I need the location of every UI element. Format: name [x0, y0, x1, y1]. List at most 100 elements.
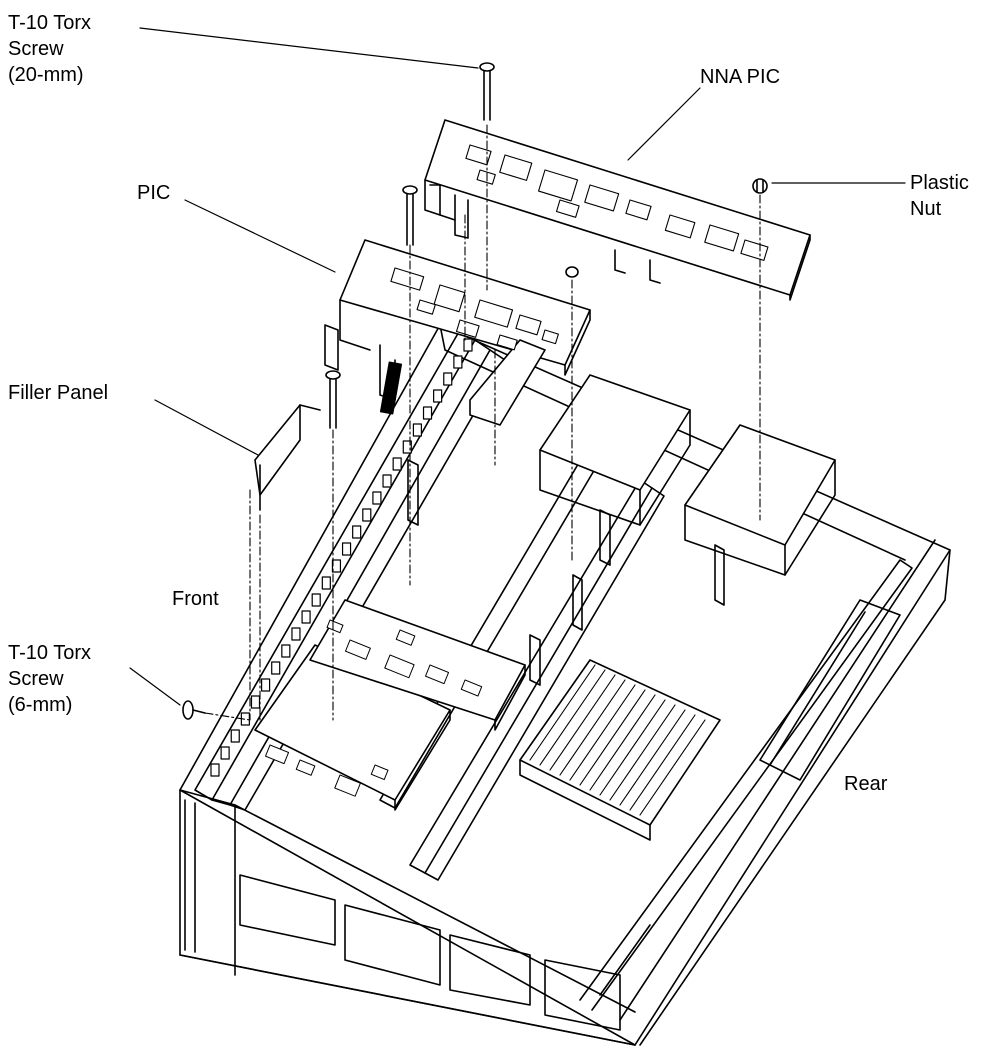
screw-20mm-filler — [325, 370, 341, 429]
label-nna-pic: NNA PIC — [700, 64, 780, 90]
standoffs — [324, 324, 725, 686]
vent-slot — [311, 593, 321, 607]
pic-chip — [416, 299, 436, 315]
board-chip — [345, 639, 371, 660]
vent-slot — [412, 423, 422, 437]
vent-slot — [402, 440, 412, 454]
fin — [639, 719, 706, 816]
pic-chip — [474, 299, 514, 328]
screw-20mm-pic — [402, 185, 418, 246]
label-torx-screw-20mm: T-10 Torx Screw (20-mm) — [8, 10, 91, 88]
board-chip — [384, 654, 415, 679]
board-chip — [334, 774, 361, 797]
filler-panel — [254, 404, 321, 511]
vent-slot — [261, 678, 271, 692]
fin — [569, 684, 636, 781]
pic-board-components — [390, 267, 559, 351]
fin — [539, 669, 606, 766]
label-front: Front — [172, 586, 219, 612]
vent-slot — [281, 644, 291, 658]
label-rear-text: Rear — [844, 773, 888, 795]
vent-slot — [301, 610, 311, 624]
board-chip — [460, 679, 483, 697]
vent-slot — [291, 627, 301, 641]
vent-slot — [422, 406, 433, 420]
board-chip — [265, 744, 290, 765]
label-pic: PIC — [137, 180, 170, 206]
vent-slot — [331, 559, 342, 573]
fin — [599, 699, 666, 796]
nna-chip — [538, 169, 579, 202]
label-nna-pic-text: NNA PIC — [700, 66, 781, 88]
nna-chip — [476, 169, 496, 185]
label-torx-screw-6mm-line1: T-10 Torx — [8, 642, 91, 664]
leader-lines — [129, 27, 906, 706]
nna-chip — [704, 224, 740, 252]
vent-slot — [210, 763, 220, 777]
nna-chip — [499, 154, 533, 181]
label-filler-panel-text: Filler Panel — [8, 382, 109, 404]
module-left — [539, 374, 691, 526]
fin — [589, 694, 656, 791]
vent-slot — [362, 508, 372, 522]
vent-slot — [220, 746, 230, 760]
label-filler-panel: Filler Panel — [8, 380, 108, 406]
alignment-lines — [204, 124, 761, 721]
nna-chip — [664, 214, 696, 239]
nna-chip — [584, 184, 620, 212]
fin — [619, 709, 686, 806]
nna-pic-board-components — [465, 144, 769, 261]
vent-slot — [250, 695, 261, 709]
pic-chip — [390, 267, 425, 291]
fin — [579, 689, 646, 786]
vent-slot — [321, 576, 331, 590]
vent-slot — [463, 338, 473, 352]
fin — [629, 714, 696, 811]
nut-pic — [565, 266, 579, 278]
board-chip — [295, 759, 316, 776]
vent-slot — [453, 355, 463, 369]
label-rear: Rear — [844, 771, 887, 797]
pic-chip — [515, 314, 542, 336]
vent-slot — [352, 525, 362, 539]
label-torx-screw-6mm-line3: (6-mm) — [8, 694, 73, 716]
fin — [529, 664, 596, 761]
screw-6mm — [182, 700, 206, 720]
nna-chip — [465, 144, 492, 166]
board-chip — [395, 629, 416, 646]
rear-panel — [579, 559, 913, 1011]
pic-chip — [455, 319, 480, 338]
installed-board-components — [265, 619, 483, 797]
pic-chip — [541, 329, 559, 345]
pic-chip — [496, 334, 518, 351]
label-torx-screw-20mm-line3: (20-mm) — [8, 64, 84, 86]
label-plastic-nut: Plastic Nut — [910, 170, 969, 222]
pic-chip — [433, 284, 466, 313]
fin — [609, 704, 676, 801]
board-chip — [425, 664, 450, 685]
heat-sink-fins — [529, 664, 706, 816]
vent-slot — [382, 474, 392, 488]
fin — [549, 674, 616, 771]
nna-pic-board — [424, 119, 811, 301]
front-rail — [194, 329, 506, 811]
plastic-nut-part — [752, 178, 768, 194]
label-torx-screw-6mm: T-10 Torx Screw (6-mm) — [8, 640, 91, 718]
nna-chip — [555, 199, 580, 218]
label-torx-screw-20mm-line1: T-10 Torx — [8, 12, 91, 34]
label-torx-screw-20mm-line2: Screw — [8, 38, 64, 60]
vent-slot — [230, 729, 240, 743]
label-torx-screw-6mm-line2: Screw — [8, 668, 64, 690]
label-plastic-nut-line1: Plastic — [910, 172, 969, 194]
vent-slot — [271, 661, 281, 675]
vent-slot — [372, 491, 382, 505]
vent-slot — [443, 372, 453, 386]
vent-slot — [433, 389, 443, 403]
label-plastic-nut-line2: Nut — [910, 198, 942, 220]
nna-chip — [625, 199, 652, 221]
rail-vent-slots — [210, 338, 473, 777]
label-pic-text: PIC — [137, 182, 171, 204]
nna-chip — [740, 239, 769, 261]
vent-slot — [341, 542, 352, 556]
fin — [559, 679, 626, 776]
